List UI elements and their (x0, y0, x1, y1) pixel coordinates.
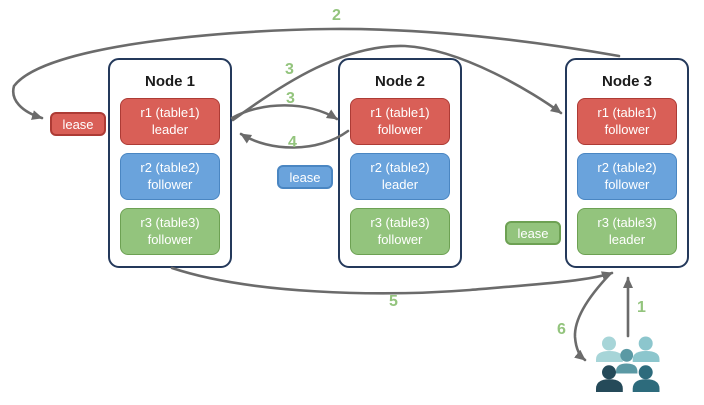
step-label-1: 1 (637, 299, 646, 316)
lease-badge-blue: lease (277, 165, 333, 189)
node-3-replica-r1: r1 (table1) follower (577, 98, 677, 145)
node-1-replica-r1: r1 (table1) leader (120, 98, 220, 145)
step-label-2: 2 (332, 7, 341, 24)
replica-role-label: follower (147, 231, 193, 247)
replica-range-label: r2 (table2) (597, 159, 657, 175)
replica-range-label: r3 (table3) (597, 214, 657, 230)
user-figure-middle (616, 348, 638, 374)
node-1-title: Node 1 (144, 73, 195, 90)
user-figure-top-right (632, 336, 660, 362)
step-label-4: 4 (288, 134, 297, 151)
step-label-3b: 3 (286, 90, 295, 107)
user-figure-bottom-left (596, 365, 623, 392)
replica-range-label: r1 (table1) (140, 104, 200, 120)
replica-range-label: r1 (table1) (597, 104, 657, 120)
node-2-replica-r1: r1 (table1) follower (350, 98, 450, 145)
replica-role-label: leader (608, 231, 646, 247)
user-figure-bottom-right (632, 365, 660, 392)
node-2-box: Node 2 r1 (table1) follower r2 (table2) … (338, 58, 462, 268)
users-group-icon (596, 336, 660, 392)
arrow-step-5 (170, 266, 614, 295)
replica-range-label: r1 (table1) (370, 104, 430, 120)
node-2-replica-r3: r3 (table3) follower (350, 208, 450, 255)
step-label-6: 6 (557, 321, 566, 338)
replica-range-label: r2 (table2) (370, 159, 430, 175)
lease-badge-red: lease (50, 112, 106, 136)
user-figure-top-left (596, 336, 623, 362)
lease-badge-green: lease (505, 221, 561, 245)
step-label-3a: 3 (285, 61, 294, 78)
step-label-5: 5 (389, 293, 398, 310)
replica-role-label: follower (377, 231, 423, 247)
node-1-replica-r2: r2 (table2) follower (120, 153, 220, 200)
node-1-replica-r3: r3 (table3) follower (120, 208, 220, 255)
replica-role-label: follower (604, 121, 650, 137)
arrow-step-2 (11, 27, 621, 120)
replica-role-label: leader (151, 121, 189, 137)
node-1-box: Node 1 r1 (table1) leader r2 (table2) fo… (108, 58, 232, 268)
arrow-step-3-to-node2 (230, 104, 339, 121)
replica-range-label: r3 (table3) (140, 214, 200, 230)
replica-role-label: leader (381, 176, 419, 192)
node-3-replica-r2: r2 (table2) follower (577, 153, 677, 200)
replica-role-label: follower (147, 176, 193, 192)
node-2-replica-r2: r2 (table2) leader (350, 153, 450, 200)
node-2-title: Node 2 (374, 73, 425, 90)
replica-range-label: r3 (table3) (370, 214, 430, 230)
node-3-replica-r3: r3 (table3) leader (577, 208, 677, 255)
replica-role-label: follower (377, 121, 423, 137)
replica-role-label: follower (604, 176, 650, 192)
replica-range-label: r2 (table2) (140, 159, 200, 175)
node-3-box: Node 3 r1 (table1) follower r2 (table2) … (565, 58, 689, 268)
arrow-step-6 (573, 272, 612, 362)
node-3-title: Node 3 (601, 73, 652, 90)
